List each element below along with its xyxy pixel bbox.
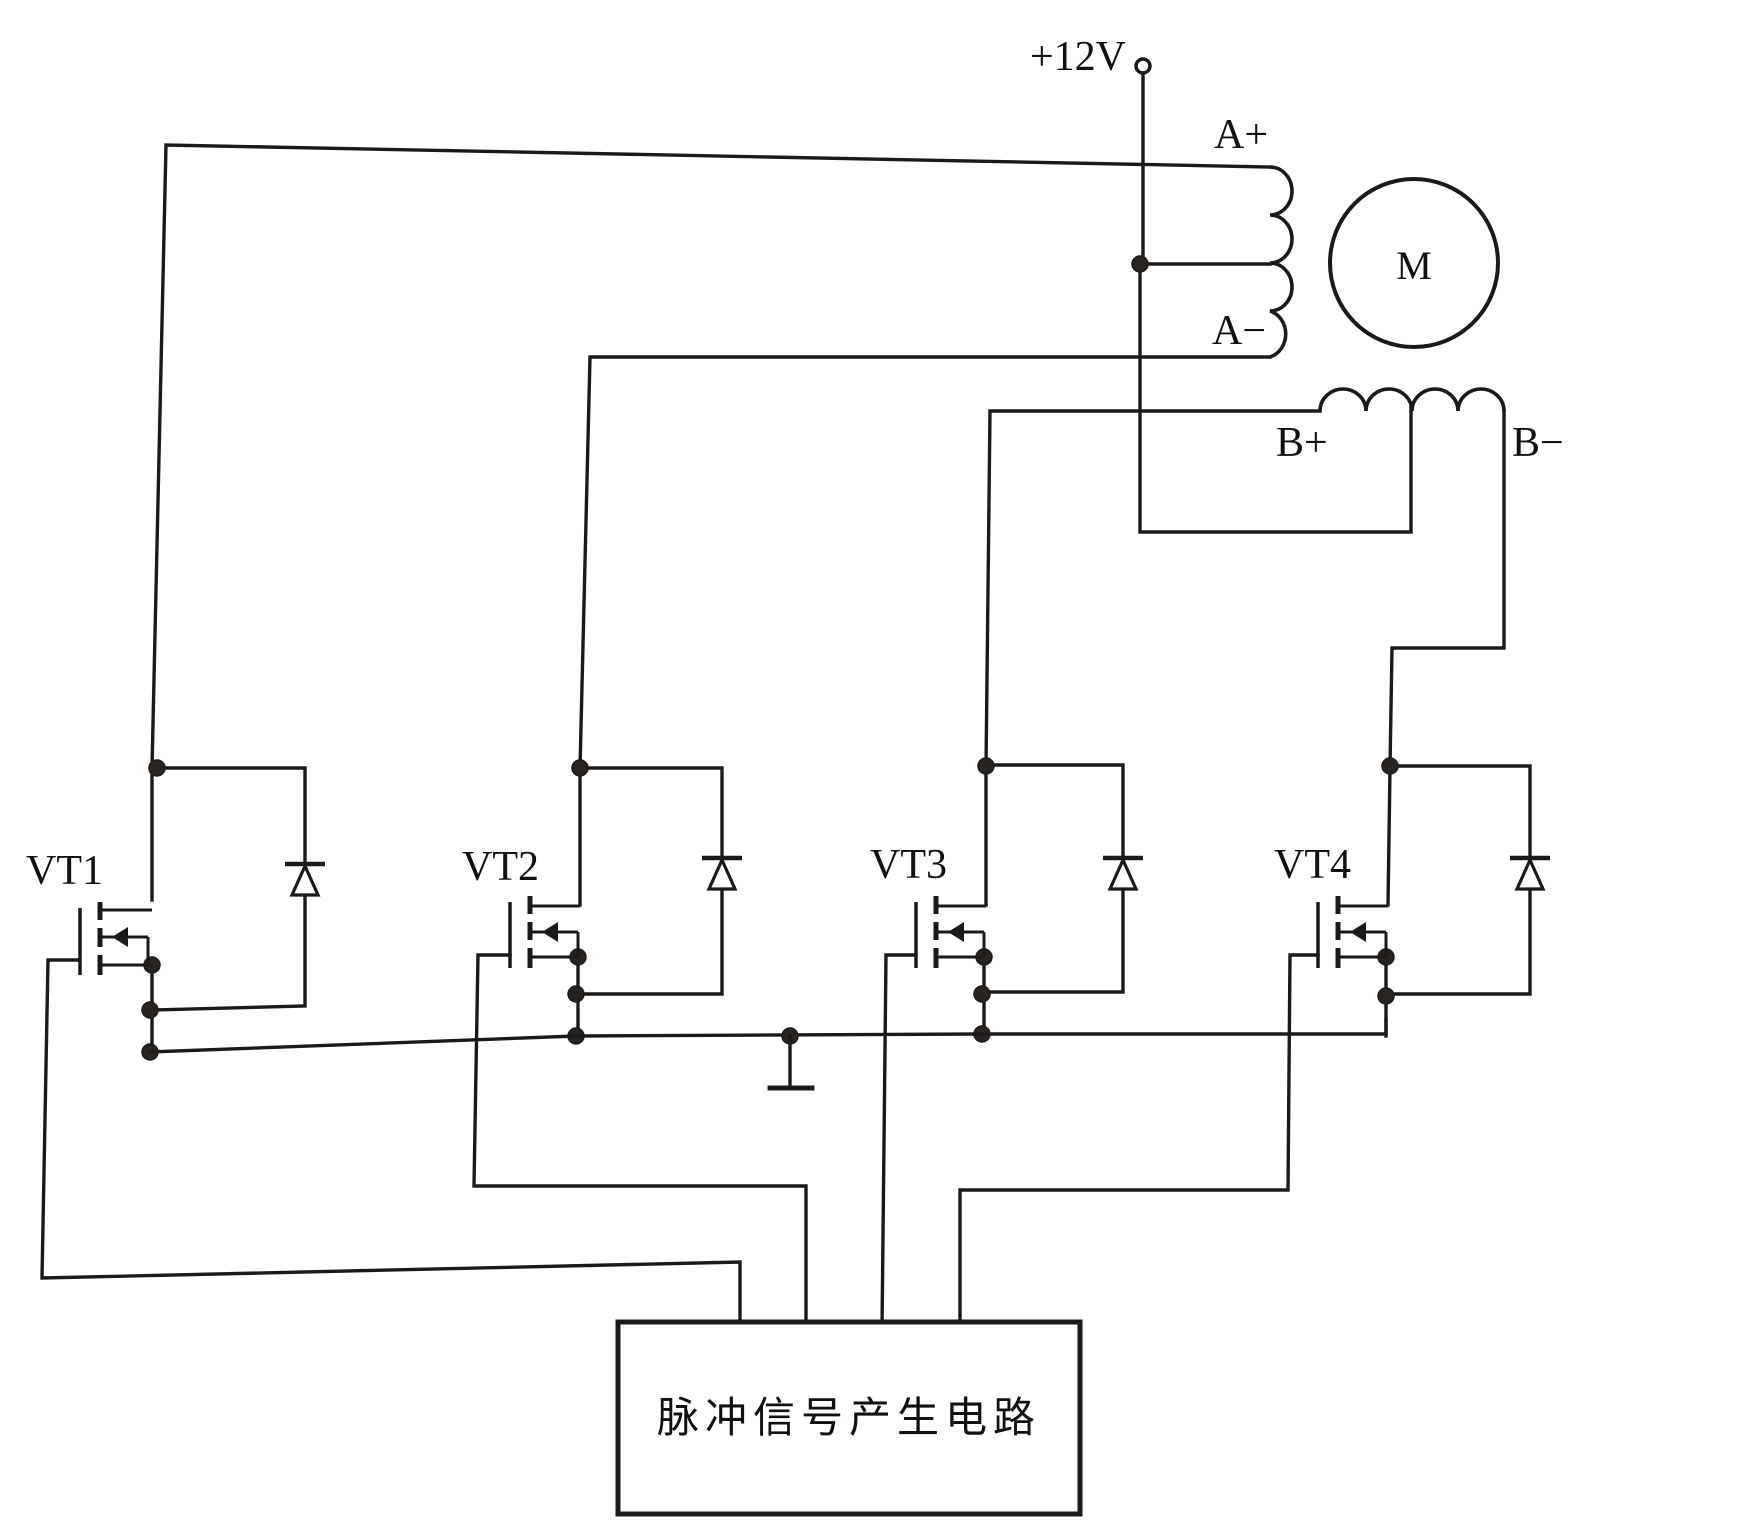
coil-b-plus-label: B+ [1276, 420, 1328, 466]
coil-wiring [150, 143, 1506, 770]
diode-vt4 [1510, 855, 1550, 891]
vt4-label: VT4 [1274, 842, 1351, 888]
vt1-stage [141, 759, 307, 1061]
diode-vt2 [702, 855, 742, 891]
diode-vt1 [285, 861, 325, 897]
vt3-stage [973, 757, 1125, 1043]
ground-bus [148, 1018, 1388, 1091]
supply-terminal [1131, 57, 1413, 534]
pulse-generator-label: 脉冲信号产生电路 [657, 1393, 1041, 1442]
mosfet-vt3 [880, 896, 986, 1332]
coil-a-plus-label: A+ [1214, 112, 1268, 158]
mosfet-vt1 [40, 902, 742, 1332]
vt4-stage [1377, 757, 1532, 1038]
supply-voltage-label: +12V [1030, 34, 1126, 80]
coil-b-minus-label: B− [1512, 420, 1564, 466]
mosfet-vt4 [958, 896, 1388, 1332]
vt3-label: VT3 [870, 842, 947, 888]
pulse-generator-box [615, 1319, 1083, 1517]
vt1-label: VT1 [26, 848, 103, 894]
coil-a-minus-label: A− [1212, 308, 1266, 354]
coil-b [1318, 387, 1506, 412]
motor-symbol [1328, 177, 1500, 349]
coil-a [1269, 165, 1294, 359]
diode-vt3 [1103, 855, 1143, 891]
motor-label: M [1396, 243, 1432, 288]
junction-dot [1131, 255, 1149, 273]
vt2-stage [567, 759, 724, 1045]
vt2-label: VT2 [462, 844, 539, 890]
mosfet-vt2 [472, 896, 808, 1332]
